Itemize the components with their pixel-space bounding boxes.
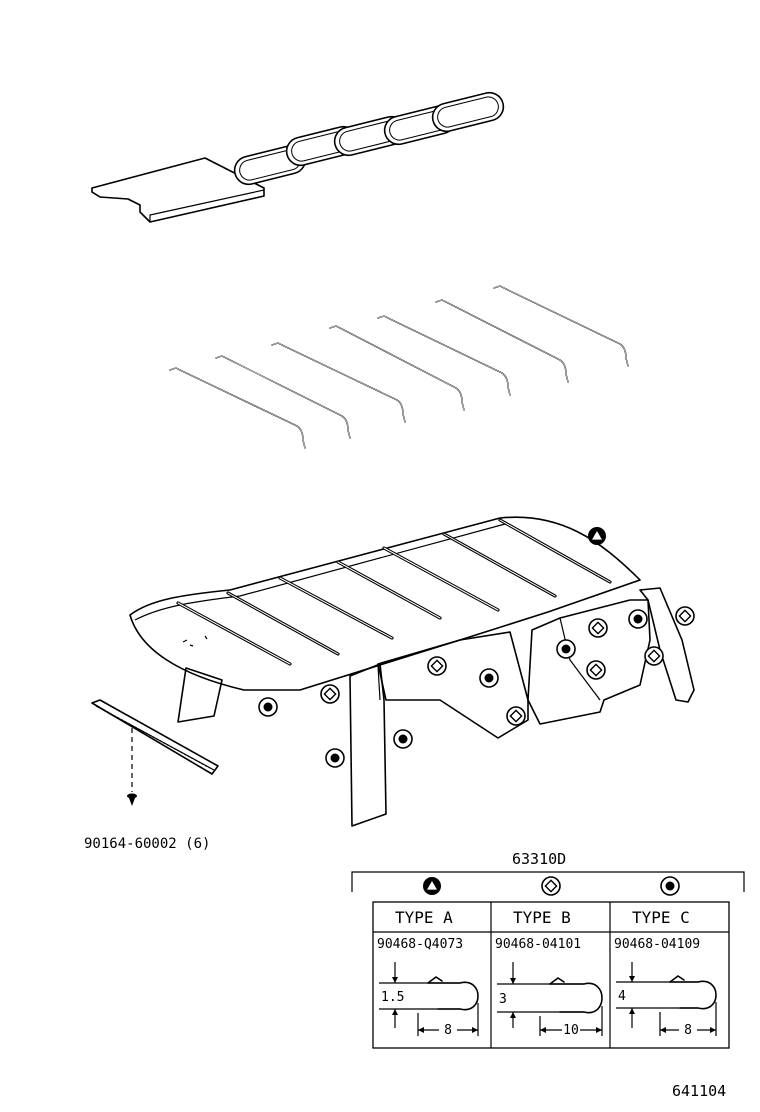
circle-dot-symbol [325, 748, 345, 768]
circle-dot-symbol [258, 697, 278, 717]
clip-locator-symbols [258, 527, 695, 768]
clip-type-label: TYPE A [395, 908, 453, 927]
roof-bow [169, 367, 306, 449]
diamond-symbol [427, 656, 447, 676]
diamond-symbol [541, 876, 561, 896]
diagram-number: 641104 [672, 1082, 726, 1100]
clip-type-column: TYPE C 90468-04109 4 8 [614, 876, 717, 1038]
clip-type-column: TYPE B 90468-04101 3 10 [495, 876, 603, 1038]
roof-bow [329, 325, 465, 411]
diamond-symbol [675, 606, 695, 626]
diamond-symbol [588, 618, 608, 638]
screw-icon [127, 793, 137, 806]
clip-type-column: TYPE A 90468-Q4073 1.5 8 [377, 877, 479, 1038]
clip-part-number: 90468-04109 [614, 937, 700, 952]
roof-insulation-pads [91, 91, 505, 223]
roof-bow [377, 315, 511, 396]
headliner-rib [498, 518, 612, 584]
roof-bow [215, 355, 351, 439]
triangle-symbol [423, 877, 441, 895]
clip-type-label: TYPE B [513, 908, 571, 927]
diamond-symbol [586, 660, 606, 680]
clip-type-label: TYPE C [632, 908, 690, 927]
headliner-assembly [129, 516, 695, 827]
clip-part-number: 90468-04101 [495, 937, 581, 952]
clip-type-table: 63310D TYPE A 90468-Q4073 1.5 8 TYPE B 90468-… [351, 850, 745, 1049]
clip-width-value: 8 [684, 1023, 692, 1038]
clip-part-number: 90468-Q4073 [377, 937, 463, 952]
diamond-symbol [506, 706, 526, 726]
headliner-rib [278, 576, 394, 640]
headliner-rib [442, 532, 557, 598]
screw-part-number: 90164-60002 (6) [84, 836, 210, 852]
clip-height-value: 1.5 [381, 990, 404, 1005]
clip-height-value: 4 [618, 989, 626, 1004]
roof-bows [169, 285, 629, 449]
insulation-pad [431, 91, 505, 133]
circle-dot-symbol [479, 668, 499, 688]
circle-dot-symbol [660, 876, 680, 896]
circle-dot-symbol [556, 639, 576, 659]
clip-width-value: 10 [563, 1023, 579, 1038]
headliner-rib [226, 591, 340, 656]
headliner-rib [176, 601, 292, 666]
triangle-symbol [588, 527, 606, 545]
diamond-symbol [644, 646, 664, 666]
circle-dot-symbol [628, 609, 648, 629]
circle-dot-symbol [393, 729, 413, 749]
assembly-number: 63310D [512, 850, 566, 868]
roof-bow [271, 342, 406, 423]
diamond-symbol [320, 684, 340, 704]
roof-molding [91, 699, 219, 792]
roof-bow [493, 285, 629, 367]
roof-bow [435, 299, 569, 383]
headliner-rib [382, 546, 500, 612]
clip-height-value: 3 [499, 992, 507, 1007]
headliner-rib [336, 560, 442, 620]
clip-width-value: 8 [444, 1023, 452, 1038]
